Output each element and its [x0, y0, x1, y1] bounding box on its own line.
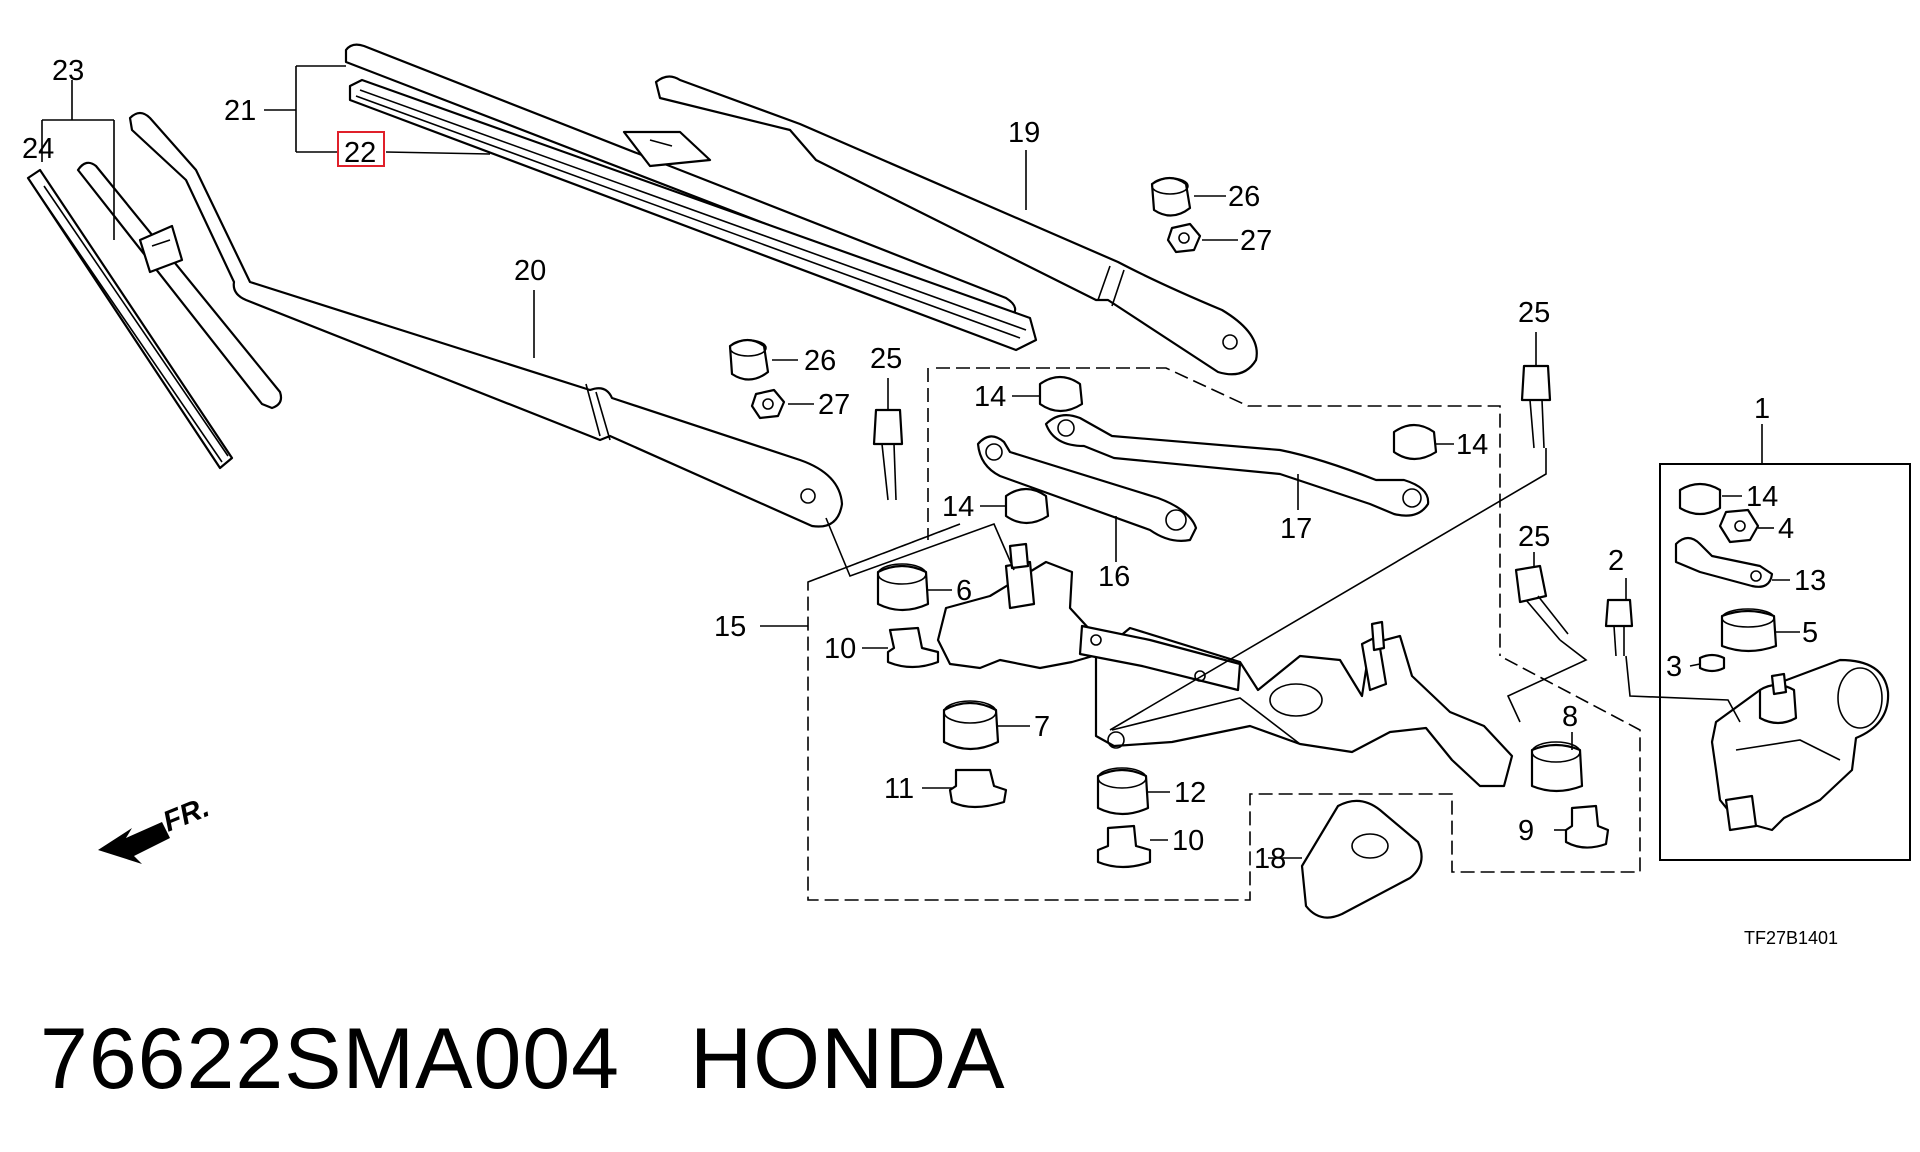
wiper-motor-1	[1710, 658, 1890, 832]
label-19: 19	[1008, 117, 1040, 149]
crank-arm-13	[1674, 536, 1774, 588]
label-25-left: 25	[870, 343, 902, 375]
bushing-5	[1720, 608, 1778, 653]
nut-4	[1718, 508, 1760, 544]
bushing-8	[1530, 741, 1584, 793]
wiper-arm-19	[654, 75, 1258, 376]
bushing-6	[876, 563, 930, 612]
cap-26-lower	[728, 338, 770, 381]
bolt-2	[1604, 598, 1634, 657]
label-22: 22	[344, 137, 376, 169]
label-5: 5	[1802, 617, 1818, 649]
link-rod-17	[1044, 413, 1430, 517]
cover-18	[1300, 799, 1423, 919]
label-21: 21	[224, 95, 256, 127]
link-rod-16	[976, 435, 1198, 542]
bolt-25-left	[872, 408, 904, 501]
label-2: 2	[1608, 545, 1624, 577]
brand-name: HONDA	[690, 1011, 1006, 1107]
label-1: 1	[1754, 393, 1770, 425]
grommet-14-b	[1392, 423, 1438, 461]
bolt-25-mid	[1514, 564, 1569, 641]
front-label: FR.	[159, 791, 214, 838]
label-17: 17	[1280, 513, 1312, 545]
collar-10-left	[886, 626, 940, 669]
grommet-14-d	[1678, 482, 1722, 516]
label-15: 15	[714, 611, 746, 643]
label-8: 8	[1562, 701, 1578, 733]
part-labels: 23 24 21 22 19 20 26 27 26 27 25 25 25 1…	[22, 55, 1838, 948]
collar-10-right	[1096, 824, 1152, 869]
label-14-d: 14	[1746, 481, 1778, 513]
label-25-right: 25	[1518, 297, 1550, 329]
group-outlines	[807, 367, 1911, 901]
label-9: 9	[1518, 815, 1534, 847]
wiper-blade-23	[76, 161, 283, 410]
bolt-25-right-top	[1520, 364, 1552, 449]
cap-26-upper	[1150, 176, 1192, 217]
part-number: 76622SMA004	[40, 1011, 620, 1107]
label-16: 16	[1098, 561, 1130, 593]
label-18: 18	[1254, 843, 1286, 875]
wiper-arm-20	[128, 111, 844, 528]
label-6: 6	[956, 575, 972, 607]
nut-27-upper	[1166, 222, 1202, 254]
highlight-box-22	[337, 131, 385, 167]
label-4: 4	[1778, 513, 1794, 545]
bushing-7	[942, 700, 1000, 751]
label-27-lower: 27	[818, 389, 850, 421]
front-arrow-icon: FR.	[98, 791, 214, 864]
label-26-upper: 26	[1228, 181, 1260, 213]
wiper-blade-22	[348, 78, 1038, 352]
label-11: 11	[884, 773, 914, 805]
label-27-upper: 27	[1240, 225, 1272, 257]
label-14-c: 14	[942, 491, 974, 523]
label-24: 24	[22, 133, 54, 165]
diagram-code: TF27B1401	[1744, 928, 1838, 948]
label-23: 23	[52, 55, 84, 87]
grommet-14-c	[1004, 487, 1050, 525]
label-14-a: 14	[974, 381, 1006, 413]
label-14-b: 14	[1456, 429, 1488, 461]
label-12: 12	[1174, 777, 1206, 809]
nut-27-lower	[750, 388, 786, 420]
label-7: 7	[1034, 711, 1050, 743]
grommet-14-a	[1038, 375, 1084, 413]
leader-lines	[41, 65, 1800, 859]
label-10-right: 10	[1172, 825, 1204, 857]
footer-caption: 76622SMA004 HONDA	[40, 1010, 1006, 1109]
label-13: 13	[1794, 565, 1826, 597]
label-25-mid: 25	[1518, 521, 1550, 553]
wiper-blade-24	[26, 168, 234, 470]
bushing-12	[1096, 767, 1150, 816]
washer-3	[1698, 653, 1726, 673]
bushing-11	[948, 768, 1008, 809]
motor-crank-assembly	[936, 542, 1242, 692]
label-3: 3	[1666, 651, 1682, 683]
label-20: 20	[514, 255, 546, 287]
collar-9	[1564, 804, 1610, 849]
label-26-lower: 26	[804, 345, 836, 377]
label-10-left: 10	[824, 633, 856, 665]
